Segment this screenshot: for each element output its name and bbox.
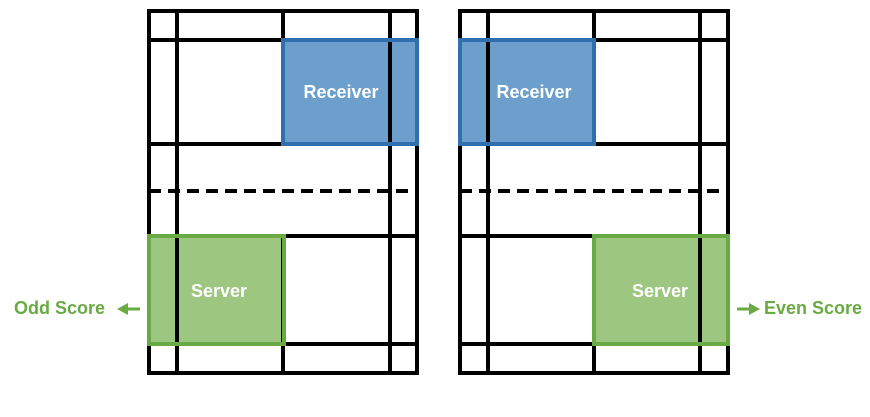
even-score-indicator: Even Score (737, 298, 862, 318)
receiver-box-left (283, 40, 417, 144)
left-arrow-icon (117, 303, 140, 315)
server-label-right: Server (632, 281, 688, 301)
odd-score-indicator: Odd Score (14, 298, 140, 318)
server-box-right (594, 236, 728, 344)
server-label-left: Server (191, 281, 247, 301)
server-box-left (149, 236, 284, 344)
court-right: Receiver Server (458, 9, 730, 375)
even-score-label: Even Score (764, 298, 862, 318)
receiver-label-right: Receiver (496, 82, 571, 102)
court-left: Receiver Server (147, 9, 419, 375)
odd-score-label: Odd Score (14, 298, 105, 318)
receiver-label-left: Receiver (303, 82, 378, 102)
receiver-box-right (460, 40, 594, 144)
right-arrow-icon (737, 303, 760, 315)
